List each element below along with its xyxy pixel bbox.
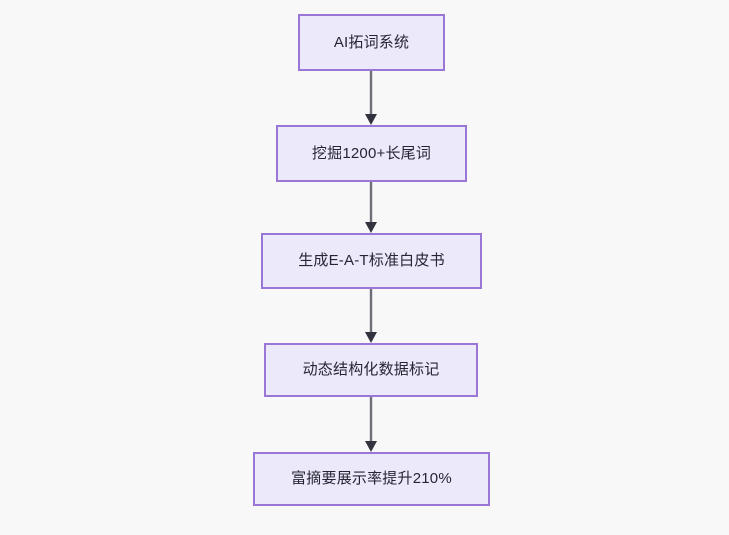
flow-node-label: 富摘要展示率提升210%: [291, 470, 452, 487]
flow-node-eat-whitepaper[interactable]: 生成E-A-T标准白皮书: [261, 233, 482, 289]
flow-node-ai-keyword-system[interactable]: AI拓词系统: [298, 14, 445, 71]
flow-node-rich-snippet-result[interactable]: 富摘要展示率提升210%: [253, 452, 490, 506]
flow-node-structured-data-markup[interactable]: 动态结构化数据标记: [264, 343, 478, 397]
flow-node-label: 生成E-A-T标准白皮书: [298, 252, 445, 269]
flow-node-label: 挖掘1200+长尾词: [311, 144, 432, 162]
flow-node-longtail-keywords[interactable]: 挖掘1200+长尾词: [276, 125, 467, 182]
flow-node-label: 动态结构化数据标记: [302, 361, 440, 378]
flow-node-label: AI拓词系统: [333, 33, 410, 51]
